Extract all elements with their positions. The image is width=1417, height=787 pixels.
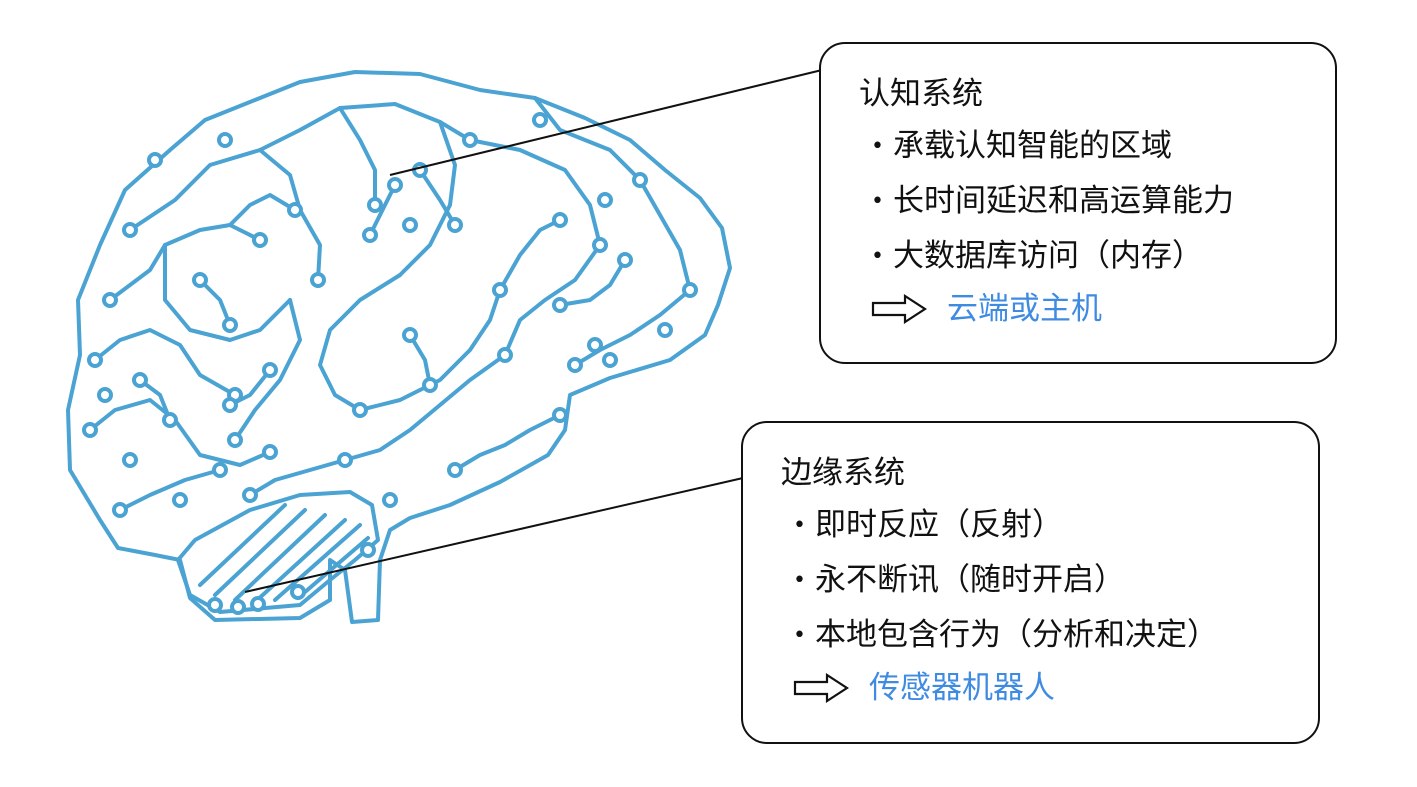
list-item: •即时反应（反射） bbox=[793, 505, 1318, 546]
cognitive-system-callout: 认知系统 •承载认知智能的区域 •长时间延迟和高运算能力 •大数据库访问（内存）… bbox=[819, 42, 1337, 364]
limbic-system-callout: 边缘系统 •即时反应（反射） •永不断讯（随时开启） •本地包含行为（分析和决定… bbox=[741, 421, 1320, 744]
cerebellum-outline bbox=[176, 490, 380, 614]
cognitive-result: 云端或主机 bbox=[947, 291, 1102, 327]
bullet-icon: • bbox=[871, 244, 884, 269]
leader-line-limbic bbox=[244, 477, 744, 593]
list-item: •长时间延迟和高运算能力 bbox=[871, 181, 1335, 222]
list-item: •承载认知智能的区域 bbox=[871, 126, 1335, 167]
circuit-brain-icon bbox=[66, 70, 732, 624]
bullet-icon: • bbox=[793, 513, 806, 538]
outline-right-arrow-icon bbox=[793, 673, 849, 703]
bullet-icon: • bbox=[793, 568, 806, 593]
limbic-system-list: •即时反应（反射） •永不断讯（随时开启） •本地包含行为（分析和决定） bbox=[781, 505, 1318, 656]
brain-outline bbox=[66, 70, 732, 624]
circuit-pads bbox=[82, 112, 698, 615]
cognitive-system-list: •承载认知智能的区域 •长时间延迟和高运算能力 •大数据库访问（内存） bbox=[859, 126, 1335, 277]
bullet-icon: • bbox=[793, 623, 806, 648]
limbic-result: 传感器机器人 bbox=[869, 670, 1055, 706]
cerebellum-stripes bbox=[198, 503, 370, 604]
outline-right-arrow-icon bbox=[871, 294, 927, 324]
circuit-traces bbox=[88, 96, 692, 512]
cognitive-system-title: 认知系统 bbox=[859, 76, 983, 112]
cognitive-result-row: 云端或主机 bbox=[859, 289, 1335, 329]
limbic-system-title: 边缘系统 bbox=[781, 455, 905, 491]
list-item: •永不断讯（随时开启） bbox=[793, 560, 1318, 601]
limbic-result-row: 传感器机器人 bbox=[781, 668, 1318, 708]
bullet-icon: • bbox=[871, 134, 884, 159]
bullet-icon: • bbox=[871, 189, 884, 214]
leader-line-cognitive bbox=[389, 69, 823, 176]
list-item: •大数据库访问（内存） bbox=[871, 236, 1335, 277]
list-item: •本地包含行为（分析和决定） bbox=[793, 615, 1318, 656]
